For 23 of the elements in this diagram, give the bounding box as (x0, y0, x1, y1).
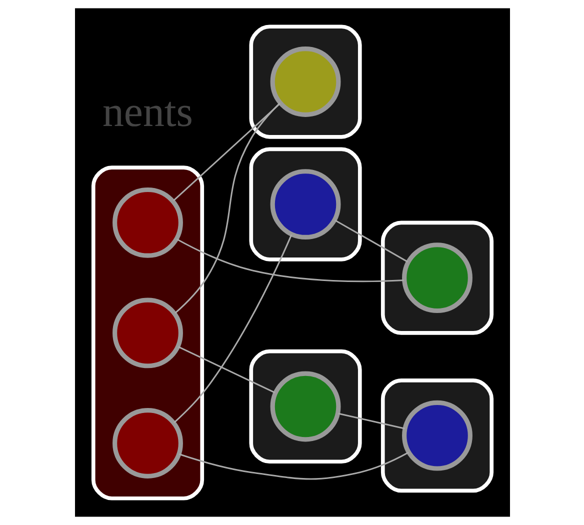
connector (178, 346, 275, 394)
cluster (380, 220, 494, 335)
node-circle (270, 46, 340, 117)
cluster (248, 147, 362, 262)
node-circle (270, 371, 340, 442)
connector (334, 220, 408, 263)
node-circle (112, 298, 182, 368)
connector (338, 412, 405, 430)
node-circle (112, 187, 182, 258)
cluster (380, 378, 494, 493)
node-circle (270, 169, 340, 240)
connector (172, 103, 280, 202)
connector (174, 102, 280, 314)
label: nents (102, 89, 193, 136)
connector (176, 238, 404, 282)
node-circle (402, 400, 472, 471)
node-circle (402, 242, 472, 314)
cluster (248, 349, 362, 464)
connector (178, 452, 409, 480)
cluster (90, 166, 204, 500)
connector (172, 234, 292, 424)
cluster (248, 24, 362, 139)
node-circle (112, 408, 182, 478)
